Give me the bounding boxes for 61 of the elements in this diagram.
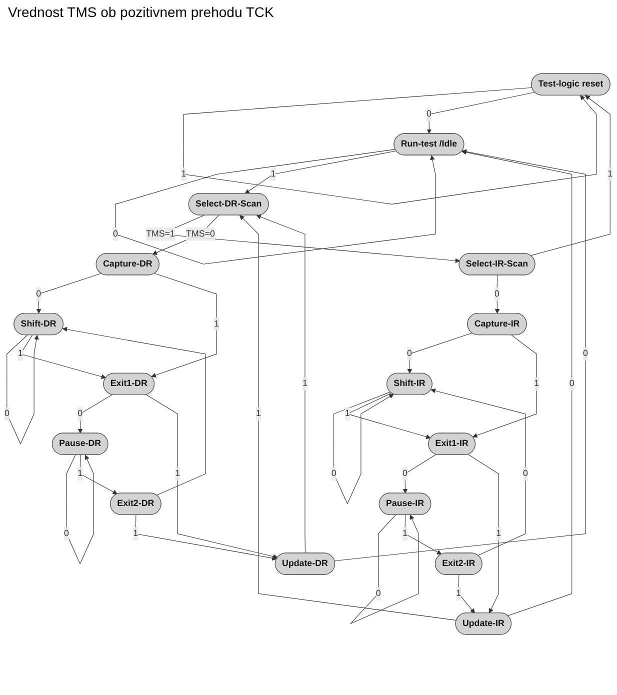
edge-label: 1 (181, 169, 186, 179)
arrow (152, 215, 219, 255)
edge-label: 1 (344, 408, 350, 418)
edge-label: 1 (214, 319, 220, 328)
edge-label: 1 (608, 169, 613, 179)
arrow (146, 394, 278, 559)
arrow (244, 150, 397, 194)
arrow (36, 273, 102, 314)
arrow (151, 273, 217, 378)
arrow (66, 454, 94, 564)
edge-label: 0 (522, 468, 528, 478)
arrow (468, 454, 499, 614)
arrow (115, 149, 436, 264)
arrow (78, 394, 112, 434)
edge-label: 1 (534, 378, 540, 388)
arrow (334, 149, 586, 562)
edge-label: 1 (175, 468, 180, 478)
edge-label: 0 (569, 378, 574, 388)
edge-label: 1 (18, 349, 23, 358)
edge-label: 0 (582, 349, 588, 358)
edge-label: 0 (78, 408, 83, 418)
edge-label: 0 (402, 468, 408, 478)
edge-label: 1 (302, 378, 308, 388)
arrow (80, 454, 118, 494)
arrow (530, 95, 610, 256)
edge-label: 1 (133, 528, 138, 538)
note-text: Vrednost TMS ob pozitivnem prehodu TCK (8, 4, 274, 20)
edge-label: 1 (496, 528, 502, 538)
edge-label: 0 (331, 468, 336, 478)
arrow (62, 326, 206, 496)
edge-label: TMS=1 (146, 229, 175, 239)
edge-label: 0 (376, 588, 381, 598)
arrow (6, 334, 39, 444)
edge-label: 0 (426, 109, 432, 119)
arrow (494, 274, 500, 314)
arrow (430, 388, 526, 556)
arrow (256, 214, 306, 554)
arrow (350, 514, 419, 624)
arrow (334, 392, 394, 504)
arrow (183, 87, 597, 204)
arrow (407, 332, 472, 374)
arrow (239, 215, 457, 621)
arrow (404, 514, 442, 555)
edge-label: TMS=0 (186, 229, 215, 239)
edge-label: 0 (4, 408, 10, 418)
edge-label: 1 (402, 528, 408, 538)
arrow (472, 334, 537, 438)
edge-label: 0 (64, 528, 69, 538)
arrow (135, 514, 277, 561)
edge-label: 1 (456, 588, 462, 598)
edge-label: 1 (256, 408, 261, 418)
edge-label: 1 (270, 169, 276, 179)
arrow (402, 454, 436, 494)
arrow (426, 92, 536, 134)
arrow (462, 150, 572, 616)
edge-label: 0 (406, 349, 412, 358)
edge-label: 0 (36, 289, 42, 299)
edge-label: 0 (112, 229, 118, 239)
edge-label: 1 (78, 468, 83, 478)
arrow (20, 334, 106, 379)
edge-label: 0 (494, 289, 500, 299)
